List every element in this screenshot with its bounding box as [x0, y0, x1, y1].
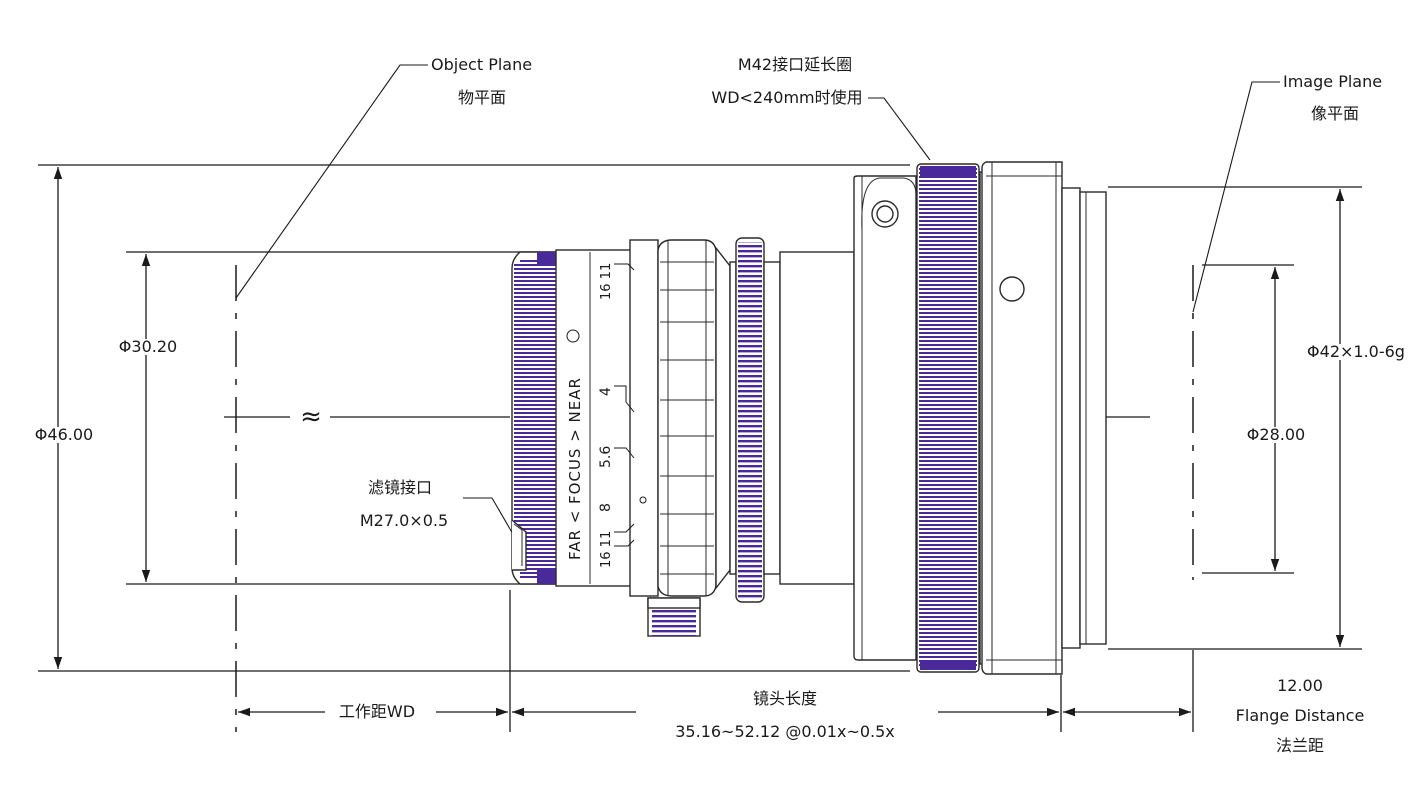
m42-note-label: WD<240mm时使用 — [711, 88, 863, 107]
image-plane-cn-label: 像平面 — [1311, 104, 1360, 123]
image-plane-label: Image Plane — [1283, 72, 1383, 91]
focus-marking: FAR < FOCUS > NEAR — [566, 377, 584, 560]
aperture-marking-bottom: 16 11 — [599, 531, 614, 568]
phi-28-label: Φ28.00 — [1243, 427, 1309, 443]
lens-body — [511, 161, 1107, 675]
ring-indicator-lines — [566, 263, 647, 547]
focus-scale-4: 4 — [598, 387, 614, 396]
phi-46-label: Φ46.00 — [31, 427, 97, 443]
filter-thread-label: M27.0×0.5 — [359, 511, 449, 530]
flange-distance-label: Flange Distance — [1235, 706, 1365, 725]
flange-distance-value: 12.00 — [1277, 676, 1323, 695]
phi-30-label: Φ30.20 — [115, 339, 181, 355]
phi-42-label: Φ42×1.0-6g — [1304, 344, 1408, 360]
lens-length-value: 35.16~52.12 @0.01x~0.5x — [675, 722, 895, 741]
m42-ring-label: M42接口延长圈 — [737, 55, 853, 74]
leader-lines — [235, 64, 1280, 561]
object-plane-cn-label: 物平面 — [458, 88, 507, 107]
lens-length-label: 镜头长度 — [752, 689, 818, 708]
extension-lines — [38, 164, 1362, 732]
dimension-arrows — [53, 167, 1345, 717]
working-distance-label: 工作距WD — [338, 702, 416, 721]
flange-distance-cn-label: 法兰距 — [1275, 736, 1325, 755]
focus-scale-8: 8 — [598, 503, 614, 512]
object-plane-label: Object Plane — [431, 55, 533, 74]
filter-mount-label: 滤镜接口 — [367, 478, 433, 497]
approx-symbol: ≈ — [300, 402, 322, 432]
focus-scale-5.6: 5.6 — [598, 446, 614, 468]
ring-markings: FAR < FOCUS > NEAR 16 11 16 11 4 5.6 8 — [566, 263, 614, 568]
aperture-marking-top: 16 11 — [599, 263, 614, 300]
